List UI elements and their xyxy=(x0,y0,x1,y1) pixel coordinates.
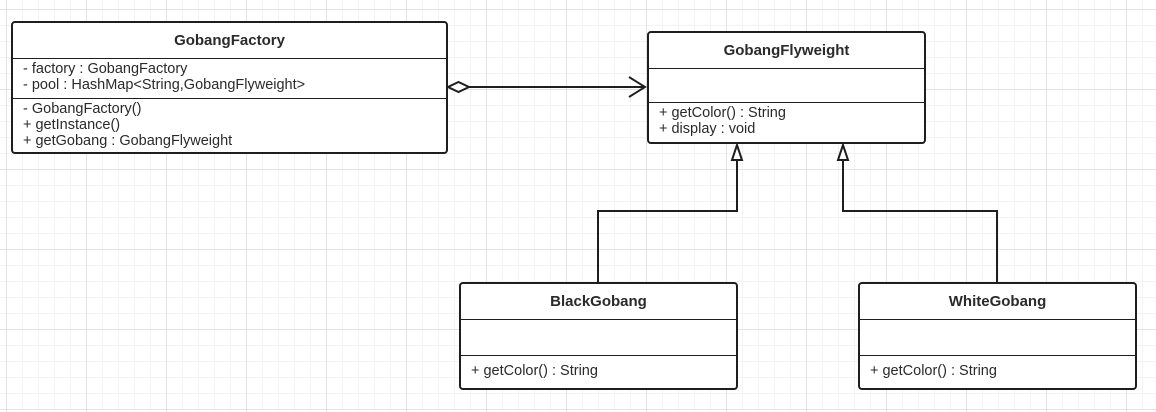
generalization-triangle-white xyxy=(836,141,850,161)
method: + getInstance() xyxy=(23,117,121,133)
attributes-section xyxy=(649,69,924,103)
method: + display : void xyxy=(659,121,756,137)
generalization-line-black xyxy=(597,160,738,283)
attributes-section xyxy=(860,320,1135,356)
generalization-connector-black xyxy=(597,141,744,283)
methods-section: + getColor() : String + display : void xyxy=(649,103,924,139)
methods-section: - GobangFactory() + getInstance() + getG… xyxy=(13,99,446,151)
attributes-section xyxy=(461,320,736,356)
attributes-section: - factory : GobangFactory - pool : HashM… xyxy=(13,59,446,99)
methods-section: + getColor() : String xyxy=(860,356,1135,381)
generalization-connector-white xyxy=(836,141,998,283)
methods-section: + getColor() : String xyxy=(461,356,736,381)
method: + getColor() : String xyxy=(659,105,786,121)
aggregation-connector xyxy=(445,76,647,98)
generalization-line-white xyxy=(842,160,998,283)
class-white-gobang[interactable]: WhiteGobang + getColor() : String xyxy=(858,282,1137,390)
class-black-gobang[interactable]: BlackGobang + getColor() : String xyxy=(459,282,738,390)
method: - GobangFactory() xyxy=(23,101,142,117)
class-gobang-flyweight[interactable]: GobangFlyweight + getColor() : String + … xyxy=(647,31,926,144)
method: + getGobang : GobangFlyweight xyxy=(23,133,233,149)
method: + getColor() : String xyxy=(870,363,997,379)
class-name: GobangFlyweight xyxy=(649,33,924,69)
class-name: BlackGobang xyxy=(461,284,736,320)
class-name: WhiteGobang xyxy=(860,284,1135,320)
attribute: - pool : HashMap<String,GobangFlyweight> xyxy=(23,77,306,93)
class-name: GobangFactory xyxy=(13,23,446,59)
aggregation-diamond xyxy=(445,80,472,94)
class-gobang-factory[interactable]: GobangFactory - factory : GobangFactory … xyxy=(11,21,448,154)
generalization-triangle-black xyxy=(730,141,744,161)
navigation-arrowhead xyxy=(628,76,647,98)
attribute: - factory : GobangFactory xyxy=(23,61,188,77)
method: + getColor() : String xyxy=(471,363,598,379)
